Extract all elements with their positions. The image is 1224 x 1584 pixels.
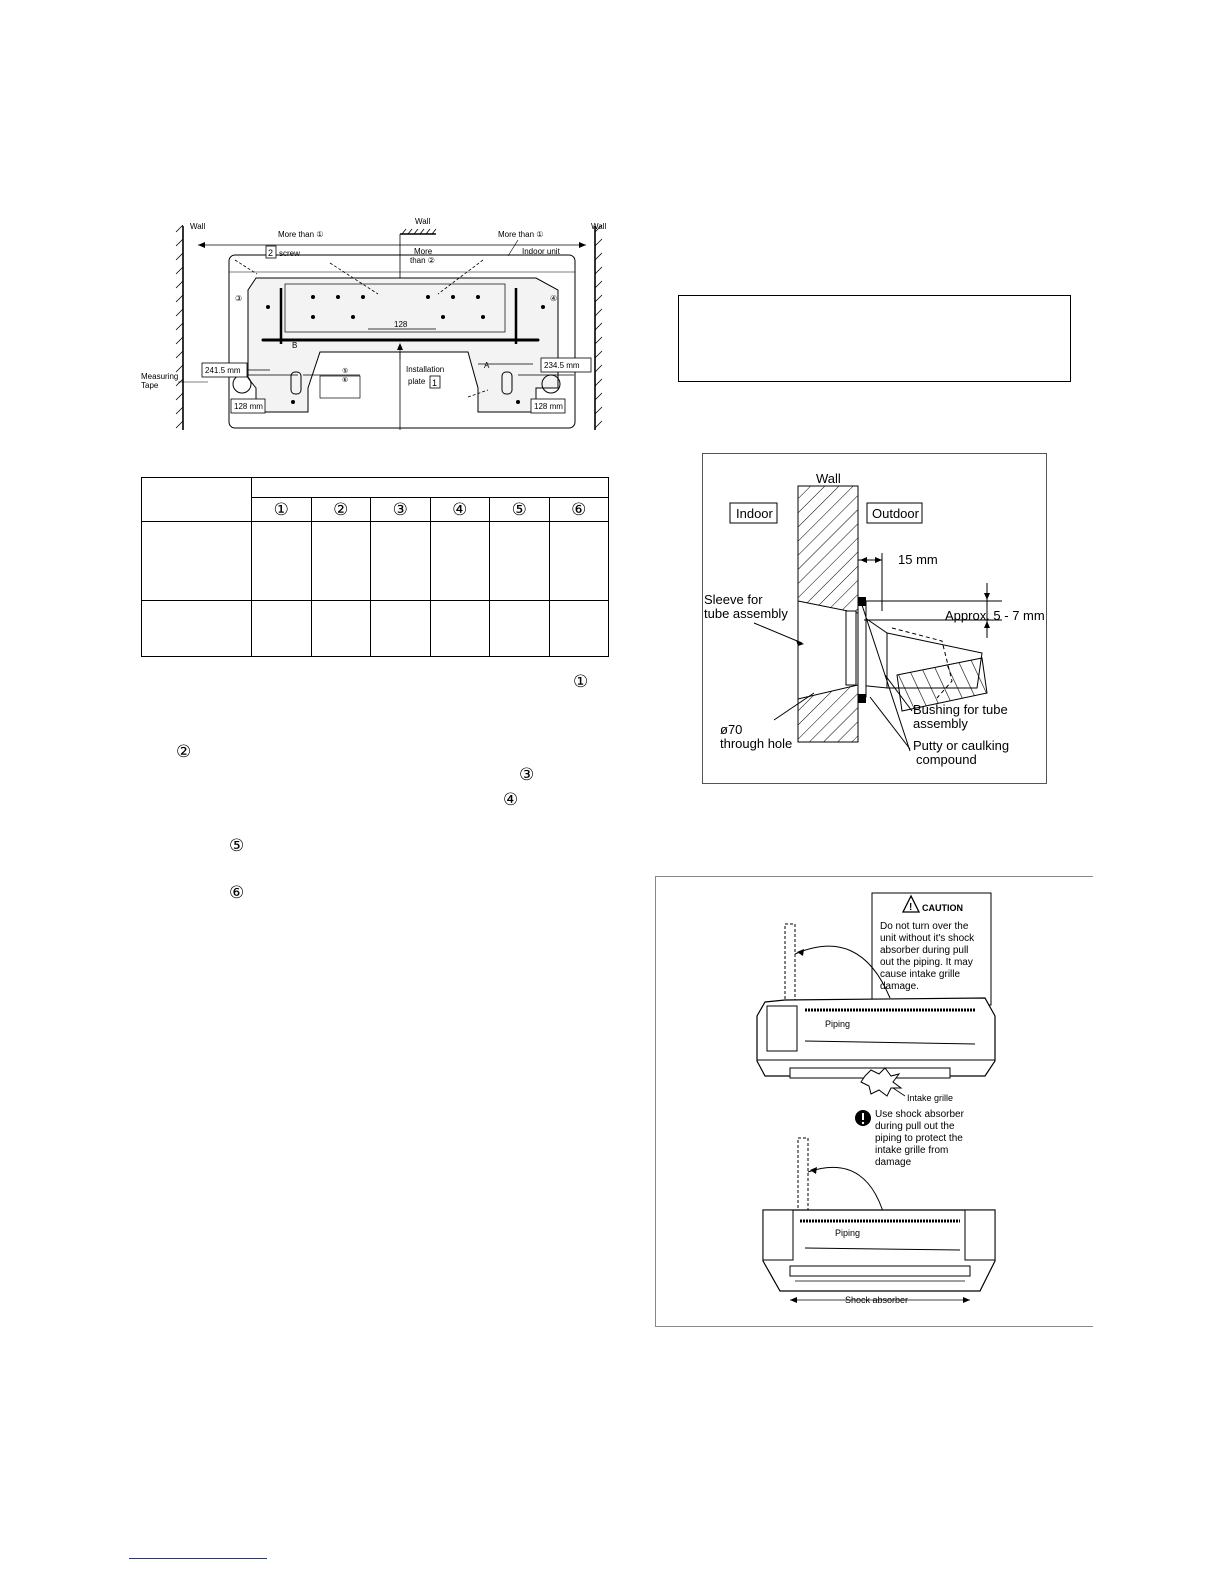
fig2-indoor: Indoor <box>736 506 774 521</box>
installation-plate-diagram: Wall Wall Wall More than ① More than ① 2… <box>141 217 606 430</box>
table-cell <box>548 599 609 658</box>
fig3-piping-top: Piping <box>825 1019 850 1029</box>
fig1-marker-6: ⑥ <box>342 376 348 384</box>
marker-6: ⑥ <box>229 883 245 903</box>
fig1-tape: Tape <box>141 381 159 390</box>
fig2-dim-15: 15 mm <box>898 552 938 567</box>
svg-text:!: ! <box>909 902 912 913</box>
table-col-1: ① <box>251 497 312 523</box>
fig2-sleeve-1: Sleeve for <box>704 592 763 607</box>
table-col-5: ⑤ <box>489 497 550 523</box>
wall-sleeve-diagram: Wall Indoor Outdoor 15 mm Sleeve for tub… <box>702 453 1047 784</box>
fig1-label-b: B <box>292 341 297 350</box>
warning-triangle-icon <box>901 894 921 913</box>
table-cell <box>548 521 609 601</box>
table-col-4: ④ <box>429 497 490 523</box>
table-col-6: ⑥ <box>548 497 609 523</box>
fig1-dim-234-5: 234.5 mm <box>544 361 580 370</box>
table-cell <box>370 599 431 658</box>
table-cell <box>310 521 371 601</box>
marker-1: ① <box>573 672 589 692</box>
shock-absorber-diagram: ! CAUTION Do not turn over the unit with… <box>655 876 1093 1327</box>
note-box <box>678 295 1071 382</box>
marker-5: ⑤ <box>229 836 245 856</box>
marker-4: ④ <box>503 790 519 810</box>
table-col-2: ② <box>310 497 371 523</box>
fig3-use-line: during pull out the <box>875 1121 955 1132</box>
fig2-sleeve-2: tube assembly <box>704 606 788 621</box>
fig3-use-line: Use shock absorber <box>875 1109 965 1120</box>
fig3-caution-line: damage. <box>880 981 919 992</box>
fig1-more: More <box>414 247 433 256</box>
table-cell <box>251 521 312 601</box>
fig1-dim-128-right: 128 mm <box>534 402 563 411</box>
fig1-indoor-unit: Indoor unit <box>522 247 561 256</box>
marker-2: ② <box>176 742 192 762</box>
table-row <box>141 521 609 601</box>
fig1-than-2: than ② <box>410 256 435 265</box>
table-cell <box>310 599 371 658</box>
fig1-marker-3: ③ <box>235 294 242 303</box>
table-cell <box>370 521 431 601</box>
table-col-3: ③ <box>370 497 431 523</box>
fig1-wall-right: Wall <box>591 222 606 231</box>
fig3-piping-bottom: Piping <box>835 1228 860 1238</box>
footer-link-rule <box>129 1558 267 1559</box>
table-cell <box>429 521 490 601</box>
fig1-screw-label: screw <box>279 249 300 258</box>
fig1-wall-left: Wall <box>190 222 205 231</box>
fig3-shock-absorber: Shock absorber <box>845 1295 908 1305</box>
fig2-bushing-1: Bushing for tube <box>913 702 1008 717</box>
table-cell <box>489 521 550 601</box>
table-cell <box>489 599 550 658</box>
fig1-plate: plate <box>408 377 426 386</box>
fig1-more-than-1-left: More than ① <box>278 230 323 239</box>
fig1-measuring: Measuring <box>141 372 178 381</box>
fig1-more-than-1-right: More than ① <box>498 230 543 239</box>
fig1-plate-number: 1 <box>432 378 437 388</box>
fig1-marker-4: ④ <box>550 294 557 303</box>
fig3-caution-line: Do not turn over the <box>880 921 969 932</box>
fig2-putty-2: compound <box>916 752 977 767</box>
table-cell <box>141 521 252 601</box>
table-header-span <box>251 476 609 499</box>
fig1-wall-top: Wall <box>415 217 430 226</box>
fig1-dim-128-left: 128 mm <box>234 402 263 411</box>
fig2-approx: Approx. 5 - 7 mm <box>945 608 1045 623</box>
fig1-label-a: A <box>484 361 490 370</box>
table-header-blank <box>141 476 252 523</box>
fig1-dim-128: 128 <box>394 320 408 329</box>
fig3-use-line: piping to protect the <box>875 1133 963 1144</box>
dimension-table: ① ② ③ ④ ⑤ ⑥ <box>141 476 609 658</box>
fig2-hole-2: through hole <box>720 736 792 751</box>
fig3-caution-line: out the piping. It may <box>880 957 973 968</box>
fig3-use-line: intake grille from <box>875 1145 948 1156</box>
table-cell <box>141 599 252 658</box>
fig3-caution-line: unit without it's shock <box>880 933 975 944</box>
fig2-putty-1: Putty or caulking <box>913 738 1009 753</box>
fig2-bushing-2: assembly <box>913 716 968 731</box>
fig2-wall: Wall <box>816 471 841 486</box>
fig3-caution-line: cause intake grille <box>880 969 960 980</box>
fig1-screw-number: 2 <box>268 248 273 258</box>
fig3-use-line: damage <box>875 1157 912 1168</box>
fig2-outdoor: Outdoor <box>872 506 920 521</box>
fig1-dim-241-5: 241.5 mm <box>205 366 241 375</box>
fig2-hole-1: ø70 <box>720 722 742 737</box>
fig3-caution-line: absorber during pull <box>880 945 968 956</box>
table-cell <box>429 599 490 658</box>
fig1-installation: Installation <box>406 365 444 374</box>
table-cell <box>251 599 312 658</box>
fig3-intake-grille: Intake grille <box>907 1093 953 1103</box>
fig3-caution-title: CAUTION <box>922 903 963 913</box>
table-row <box>141 599 609 658</box>
fig1-marker-5: ⑤ <box>342 367 348 375</box>
marker-3: ③ <box>519 765 535 785</box>
